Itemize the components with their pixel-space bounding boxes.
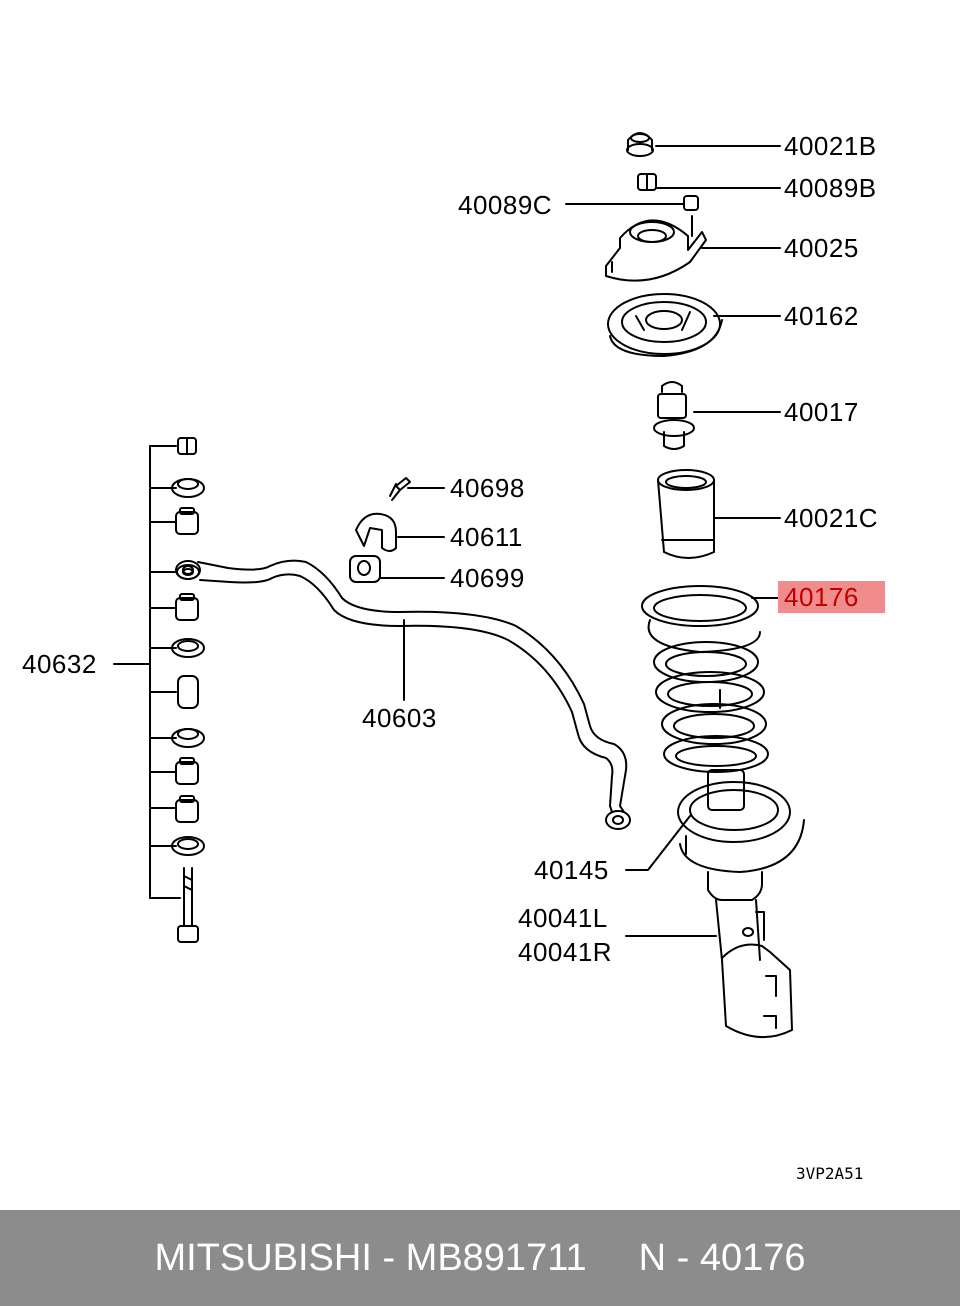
parts-diagram: 40021B 40089B 40089C 40025 40162 40017 4… (0, 0, 960, 1210)
coil-spring (642, 586, 768, 772)
label-40162: 40162 (784, 301, 859, 331)
spring-seat (608, 294, 722, 356)
label-40021c: 40021C (784, 503, 879, 533)
footer-bar: MITSUBISHI - MB891711 N - 40176 (0, 1210, 960, 1306)
label-40176-highlighted: 40176 (778, 581, 885, 613)
label-40145: 40145 (534, 855, 609, 885)
nut-40089b (638, 174, 656, 190)
bump-stopper (654, 382, 694, 449)
label-40089b: 40089B (784, 173, 877, 203)
drawing-code: 3VP2A51 (796, 1164, 864, 1183)
label-40041r: 40041R (518, 937, 613, 967)
strut-mount (606, 216, 706, 281)
diagram-drawing (0, 0, 960, 1210)
bushing-40699 (350, 556, 380, 582)
label-40041l: 40041L (518, 903, 608, 933)
label-40698: 40698 (450, 473, 525, 503)
label-40021b: 40021B (784, 131, 877, 161)
lower-spring-seat (678, 782, 804, 872)
label-40089c: 40089C (458, 190, 553, 220)
bracket-40611 (356, 514, 396, 551)
footer-ref: N - 40176 (638, 1236, 806, 1279)
label-40699: 40699 (450, 563, 525, 593)
stabilizer-link-kit (172, 438, 204, 942)
dust-cap (627, 133, 653, 156)
strut-assembly (708, 770, 792, 1037)
label-40017: 40017 (784, 397, 859, 427)
dust-cover (658, 470, 714, 558)
leader-lines (114, 146, 780, 936)
label-40025: 40025 (784, 233, 859, 263)
footer-brand-part: MITSUBISHI - MB891711 (154, 1236, 587, 1279)
label-40632: 40632 (22, 649, 97, 679)
label-40603: 40603 (362, 703, 437, 733)
bolt-40698 (390, 478, 410, 500)
nut-40089c (684, 196, 698, 210)
label-40611: 40611 (450, 522, 523, 552)
